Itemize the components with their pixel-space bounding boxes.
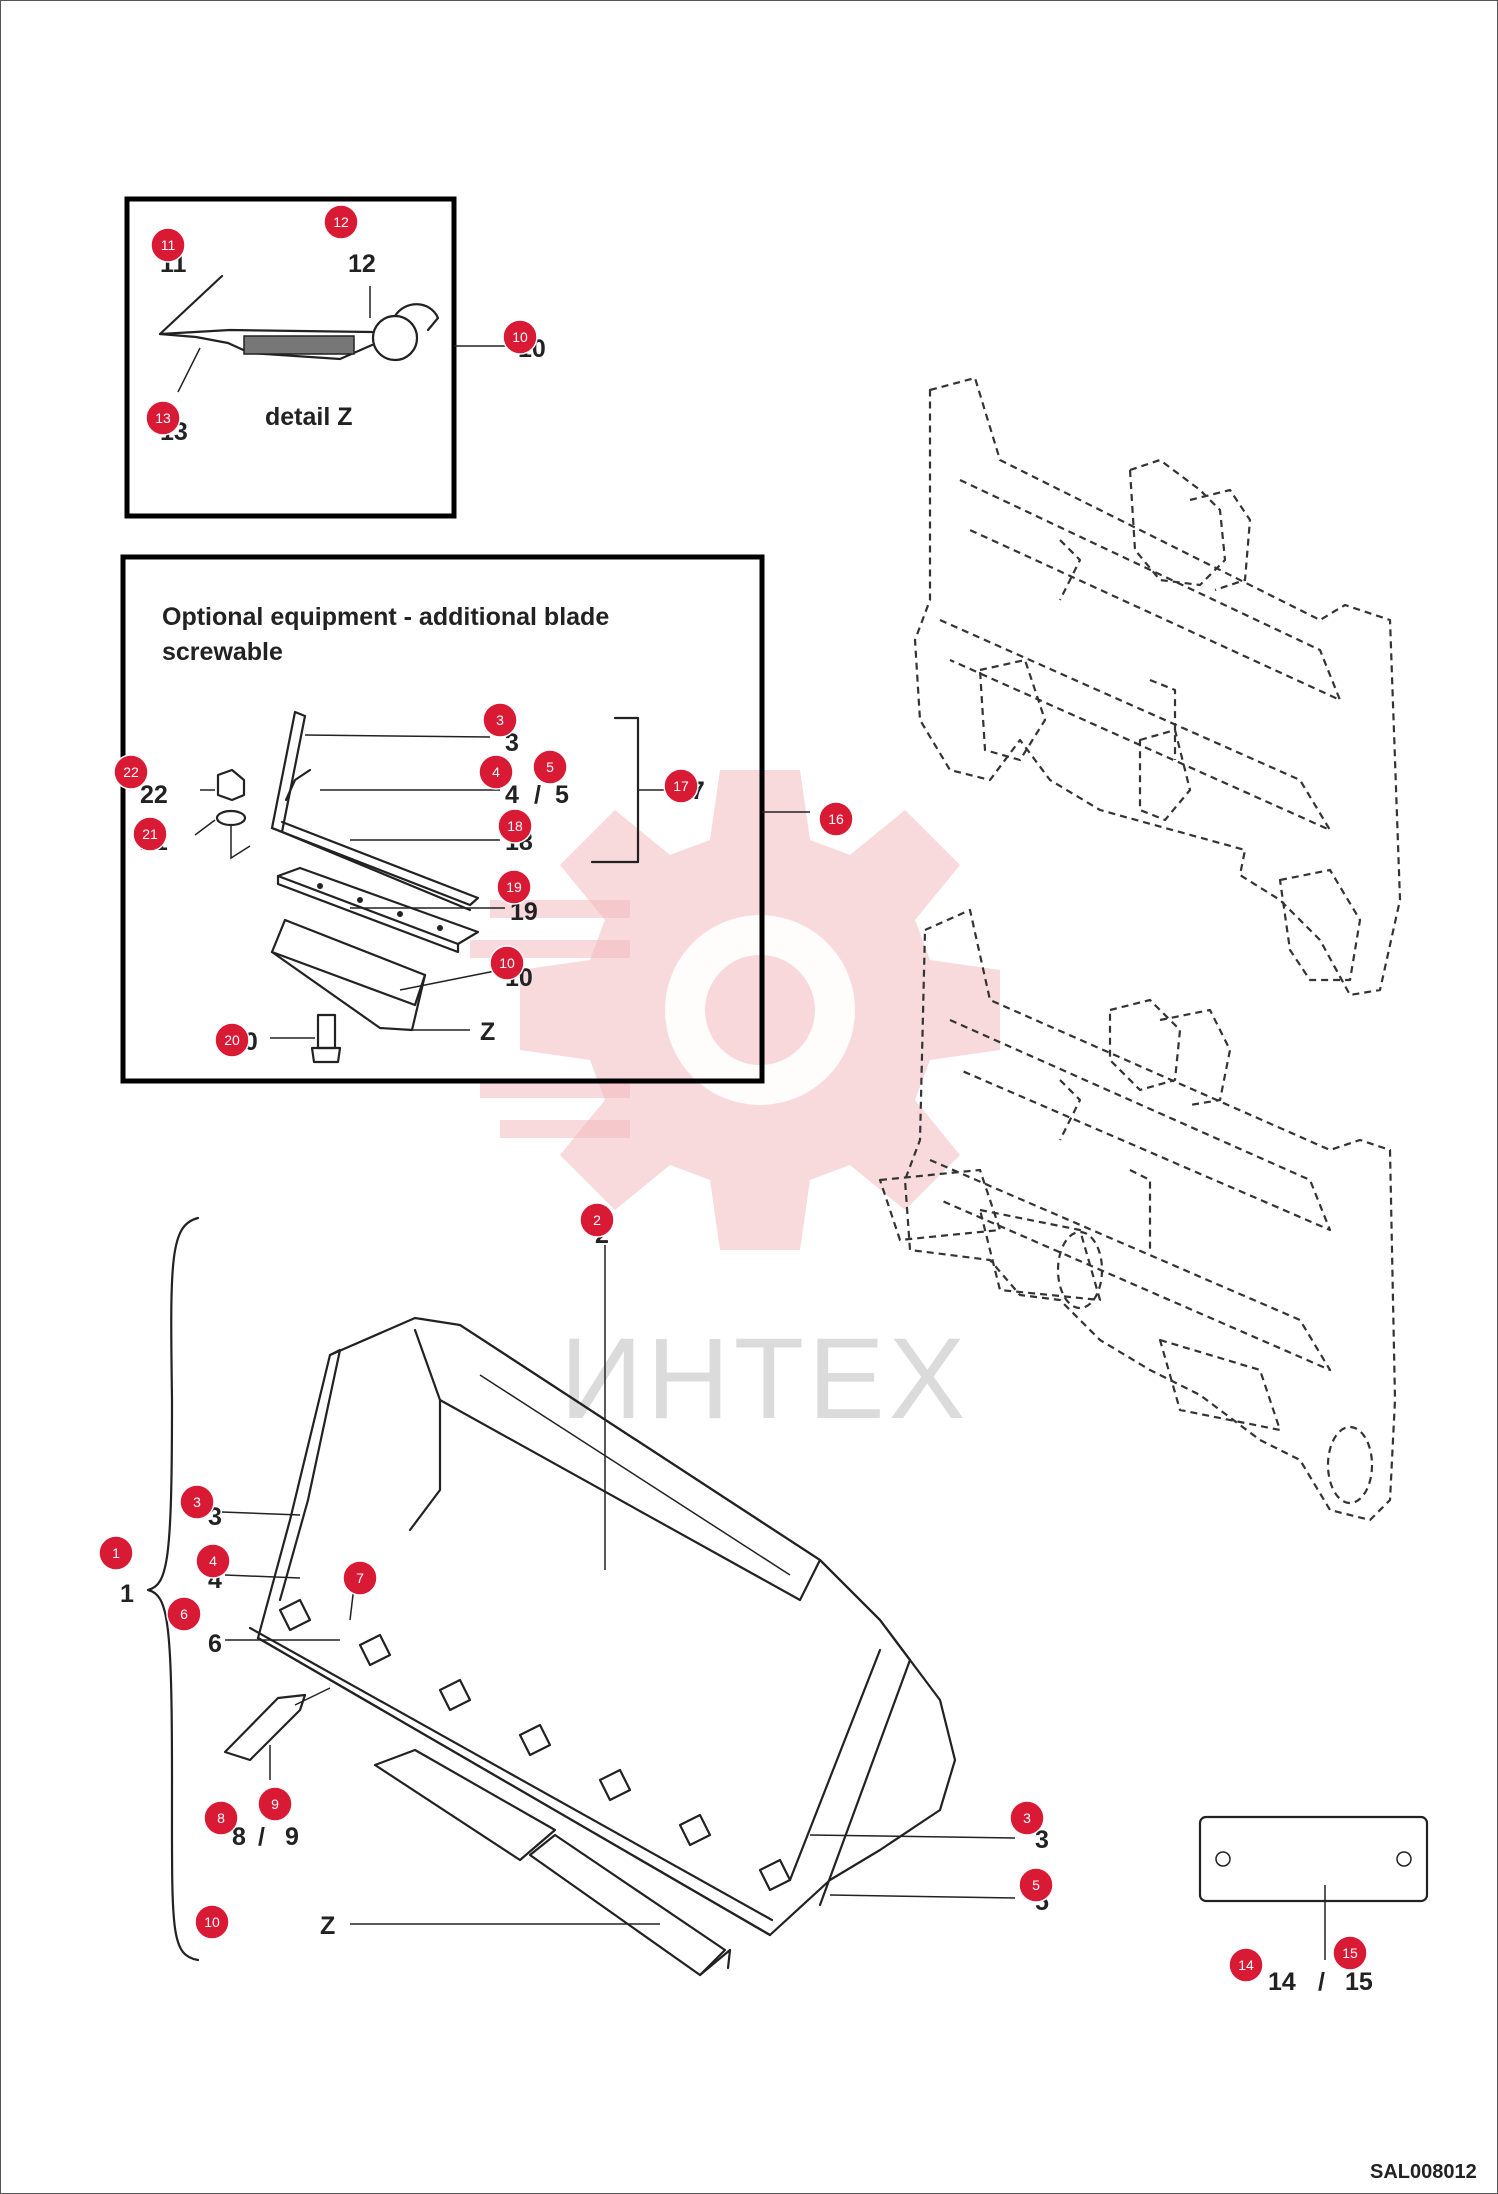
svg-text:15: 15	[1342, 1945, 1358, 1961]
callout-badge-15[interactable]: 15	[1332, 1935, 1368, 1971]
plate-label-14: 14	[1268, 1968, 1296, 1996]
svg-text:6: 6	[180, 1606, 188, 1622]
callout-badge-11[interactable]: 11	[150, 227, 186, 263]
svg-text:14: 14	[1238, 1957, 1254, 1973]
callout-badge-16[interactable]: 16	[818, 801, 854, 837]
watermark-logo	[470, 770, 1000, 1250]
svg-text:10: 10	[204, 1914, 220, 1930]
svg-text:1: 1	[112, 1545, 120, 1561]
callout-badge-19[interactable]: 19	[496, 869, 532, 905]
callout-badge-3[interactable]: 3	[482, 702, 518, 738]
callout-badge-18[interactable]: 18	[497, 808, 533, 844]
svg-text:20: 20	[224, 1032, 240, 1048]
svg-text:3: 3	[193, 1494, 201, 1510]
callout-badge-20[interactable]: 20	[214, 1022, 250, 1058]
svg-text:21: 21	[142, 826, 158, 842]
callout-badge-17[interactable]: 17	[663, 768, 699, 804]
svg-text:13: 13	[155, 410, 171, 426]
option-label-3: 3	[505, 729, 519, 757]
callout-badge-22[interactable]: 22	[113, 754, 149, 790]
callout-badge-9[interactable]: 9	[257, 1786, 293, 1822]
quick-hitch-frame-upper	[913, 376, 1402, 997]
bucket-assembly	[146, 1216, 1016, 1977]
detail-z-box	[124, 196, 520, 519]
drawing-code: SAL008012	[1370, 2161, 1477, 2183]
option-label-sep: /	[534, 781, 541, 809]
svg-text:2: 2	[593, 1212, 601, 1228]
svg-text:3: 3	[1023, 1810, 1031, 1826]
bucket-label-1: 1	[120, 1580, 134, 1608]
bucket-label-6: 6	[208, 1630, 222, 1658]
plate-label-sep: /	[1318, 1968, 1325, 1996]
identification-plate	[1198, 1815, 1429, 1960]
callout-badge-4b[interactable]: 4	[195, 1543, 231, 1579]
bucket-label-3b: 3	[1035, 1826, 1049, 1854]
callout-badge-3c[interactable]: 3	[1009, 1800, 1045, 1836]
callout-badge-4[interactable]: 4	[478, 754, 514, 790]
plate-label-15: 15	[1345, 1968, 1373, 1996]
callout-badge-13[interactable]: 13	[145, 400, 181, 436]
callout-badge-5b[interactable]: 5	[1018, 1867, 1054, 1903]
svg-text:16: 16	[828, 811, 844, 827]
watermark-text: ИНТЕХ	[560, 1315, 969, 1443]
svg-text:4: 4	[492, 764, 500, 780]
option-label-z: Z	[480, 1018, 495, 1046]
callout-badge-7[interactable]: 7	[342, 1560, 378, 1596]
option-label-22: 22	[140, 781, 168, 809]
svg-text:10: 10	[512, 329, 528, 345]
svg-text:9: 9	[271, 1796, 279, 1812]
optional-title-line1: Optional equipment - additional blade	[162, 603, 609, 631]
option-label-4: 4	[505, 781, 519, 809]
detail-label-12: 12	[348, 250, 376, 278]
svg-text:17: 17	[673, 778, 689, 794]
svg-text:22: 22	[123, 764, 139, 780]
bucket-label-9: 9	[285, 1823, 299, 1851]
callout-badge-21[interactable]: 21	[132, 816, 168, 852]
svg-text:3: 3	[496, 712, 504, 728]
callout-badge-1[interactable]: 1	[98, 1535, 134, 1571]
bucket-label-z: Z	[320, 1912, 335, 1940]
quick-hitch-frame-lower	[878, 908, 1397, 1522]
svg-text:4: 4	[209, 1553, 217, 1569]
svg-text:19: 19	[506, 879, 522, 895]
bucket-label-sep89: /	[258, 1823, 265, 1851]
callout-badge-10c[interactable]: 10	[194, 1904, 230, 1940]
optional-title-line2: screwable	[162, 638, 283, 666]
optional-equipment-box	[120, 554, 810, 1084]
svg-text:5: 5	[1032, 1877, 1040, 1893]
callout-badge-2[interactable]: 2	[579, 1202, 615, 1238]
detail-z-caption: detail Z	[265, 403, 353, 431]
option-label-5: 5	[555, 781, 569, 809]
callout-badge-8[interactable]: 8	[203, 1800, 239, 1836]
svg-text:8: 8	[217, 1810, 225, 1826]
svg-text:12: 12	[333, 214, 349, 230]
svg-text:18: 18	[507, 818, 523, 834]
callout-badge-10b[interactable]: 10	[489, 945, 525, 981]
callout-badge-14[interactable]: 14	[1228, 1947, 1264, 1983]
svg-text:10: 10	[499, 955, 515, 971]
callout-badge-10[interactable]: 10	[502, 319, 538, 355]
callout-badge-12[interactable]: 12	[323, 204, 359, 240]
callout-badge-6[interactable]: 6	[166, 1596, 202, 1632]
svg-text:7: 7	[356, 1570, 364, 1586]
callout-badge-3b[interactable]: 3	[179, 1484, 215, 1520]
svg-text:5: 5	[546, 759, 554, 775]
svg-text:11: 11	[161, 237, 176, 253]
callout-badge-5[interactable]: 5	[532, 749, 568, 785]
bucket-label-8: 8	[232, 1823, 246, 1851]
